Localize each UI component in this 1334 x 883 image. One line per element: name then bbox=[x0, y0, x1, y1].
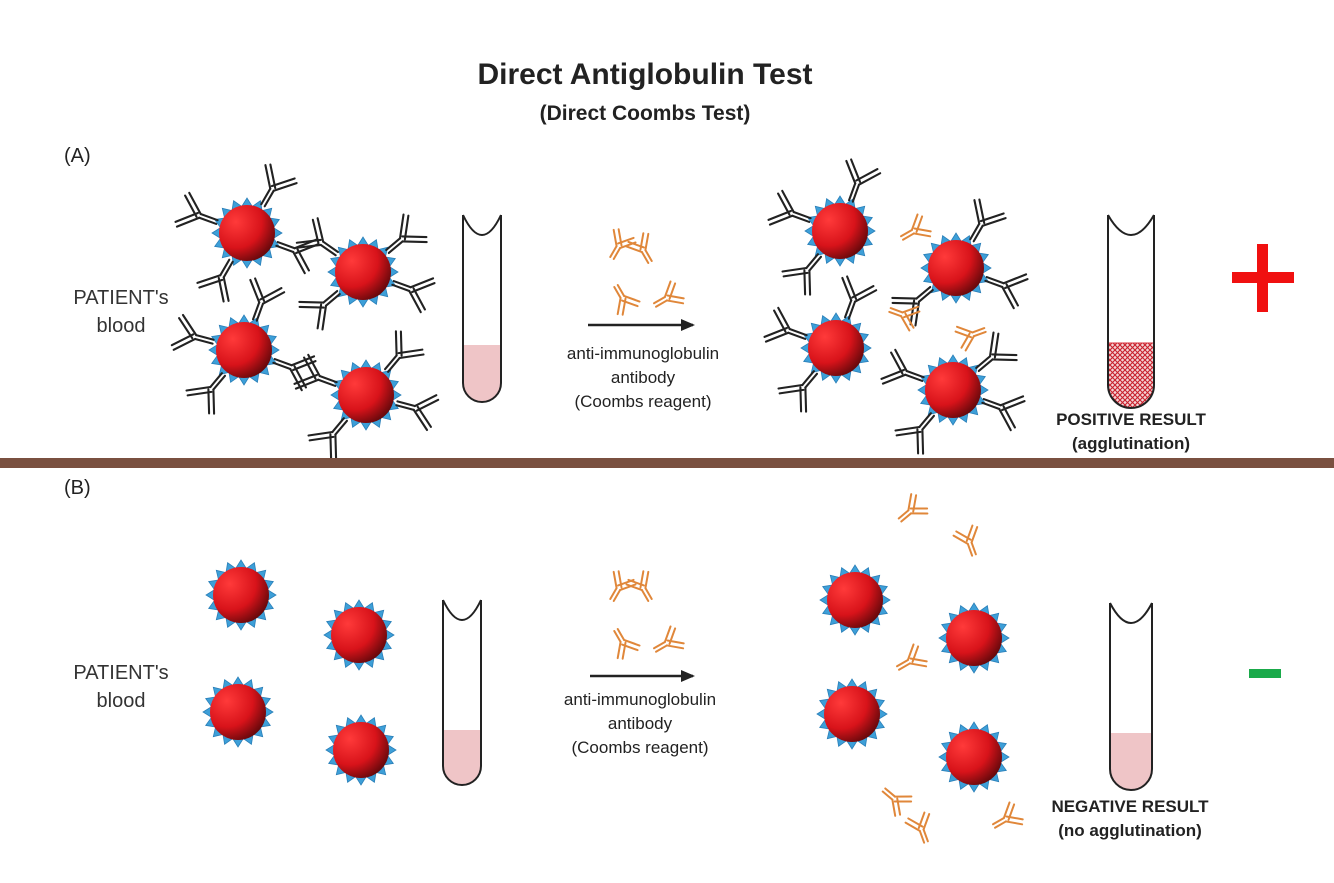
antibody-icon bbox=[625, 569, 661, 606]
red-blood-cell-icon bbox=[820, 565, 890, 635]
panel-b-patient-label: PATIENT's blood bbox=[41, 659, 201, 715]
red-blood-cell-icon bbox=[203, 677, 273, 747]
red-blood-cell-icon bbox=[206, 560, 276, 630]
red-blood-cell-icon bbox=[326, 715, 396, 785]
panel-a-result-line2: (agglutination) bbox=[1001, 432, 1261, 456]
panel-a-result-label: POSITIVE RESULT (agglutination) bbox=[1001, 408, 1261, 456]
panel-a-patient-label: PATIENT's blood bbox=[41, 284, 201, 340]
antibody-icon bbox=[905, 811, 938, 846]
antibody-icon bbox=[892, 643, 929, 679]
antibody-icon bbox=[605, 280, 641, 317]
test-tube-icon bbox=[1108, 215, 1154, 408]
antibody-icon bbox=[954, 318, 989, 351]
antibody-icon bbox=[876, 780, 914, 817]
negative-sign: – bbox=[1249, 669, 1281, 678]
panel-b-reagent-label: anti-immunoglobulin antibody (Coombs rea… bbox=[520, 688, 760, 760]
red-blood-cell-icon bbox=[939, 603, 1009, 673]
antibody-icon bbox=[953, 524, 986, 559]
positive-sign: + bbox=[1232, 244, 1294, 312]
panel-b-result-label: NEGATIVE RESULT (no agglutination) bbox=[1000, 795, 1260, 843]
red-blood-cell-icon bbox=[324, 600, 394, 670]
red-blood-cell-icon bbox=[939, 722, 1009, 792]
panel-a-label: (A) bbox=[64, 145, 91, 168]
antibody-icon bbox=[896, 213, 933, 249]
red-blood-cell-icon bbox=[212, 198, 282, 268]
test-tube-icon bbox=[443, 600, 481, 785]
panel-a-reagent-line3: (Coombs reagent) bbox=[523, 390, 763, 414]
panel-a-reagent-label: anti-immunoglobulin antibody (Coombs rea… bbox=[523, 342, 763, 414]
panel-a-patient-line1: PATIENT's bbox=[41, 284, 201, 312]
antibody-icon bbox=[392, 386, 439, 431]
panel-b-patient-line1: PATIENT's bbox=[41, 659, 201, 687]
antibody-icon bbox=[649, 280, 686, 316]
diagram-subtitle: (Direct Coombs Test) bbox=[0, 102, 1290, 126]
antibody-icon bbox=[892, 492, 930, 529]
panel-b-reagent-line2: antibody bbox=[520, 712, 760, 736]
panel-a-reagent-line1: anti-immunoglobulin bbox=[523, 342, 763, 366]
panel-b-result-line2: (no agglutination) bbox=[1000, 819, 1260, 843]
panel-divider bbox=[0, 458, 1334, 468]
panel-a-patient-line2: blood bbox=[41, 312, 201, 340]
test-tube-icon bbox=[1110, 603, 1152, 790]
panel-b-patient-line2: blood bbox=[41, 687, 201, 715]
test-tube-icon bbox=[463, 215, 501, 402]
diagram-title: Direct Antiglobulin Test bbox=[0, 58, 1290, 92]
antibody-icon bbox=[649, 625, 686, 661]
red-blood-cell-icon bbox=[817, 679, 887, 749]
antibody-icon bbox=[625, 231, 661, 268]
antibody-icon bbox=[601, 227, 637, 264]
antibody-icon bbox=[605, 624, 641, 661]
panel-b-result-line1: NEGATIVE RESULT bbox=[1000, 795, 1260, 819]
panel-b-label: (B) bbox=[64, 477, 91, 500]
panel-b-reagent-line3: (Coombs reagent) bbox=[520, 736, 760, 760]
panel-b-reagent-line1: anti-immunoglobulin bbox=[520, 688, 760, 712]
cells-panel-a bbox=[171, 158, 1029, 461]
panel-a-result-line1: POSITIVE RESULT bbox=[1001, 408, 1261, 432]
arrow-icon bbox=[590, 670, 695, 682]
antibody-icon bbox=[601, 569, 637, 606]
arrow-icon bbox=[588, 319, 695, 331]
panel-a-reagent-line2: antibody bbox=[523, 366, 763, 390]
